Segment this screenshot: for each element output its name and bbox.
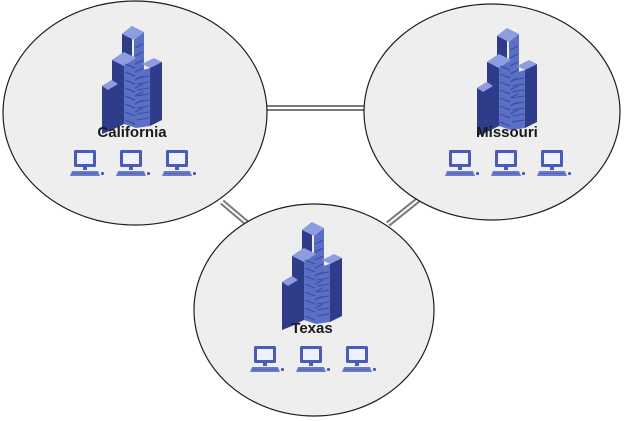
desktop-computer-icon (296, 346, 330, 372)
site-label-missouri: Missouri (476, 124, 538, 141)
site-california: California (2, 0, 268, 226)
workstation-group (70, 150, 196, 176)
workstation-group (445, 150, 571, 176)
site-missouri: Missouri (363, 3, 621, 221)
desktop-computer-icon (70, 150, 104, 176)
desktop-computer-icon (491, 150, 525, 176)
site-label-california: California (97, 124, 167, 141)
desktop-computer-icon (116, 150, 150, 176)
desktop-computer-icon (342, 346, 376, 372)
network-link-missouri-texas (386, 193, 425, 227)
office-building-icon (282, 222, 342, 330)
desktop-computer-icon (445, 150, 479, 176)
desktop-computer-icon (537, 150, 571, 176)
workstation-group (250, 346, 376, 372)
site-label-texas: Texas (291, 320, 332, 337)
links-layer (220, 105, 425, 227)
office-building-icon (102, 26, 162, 134)
office-building-icon (477, 28, 537, 136)
desktop-computer-icon (250, 346, 284, 372)
network-link-california-texas (220, 199, 250, 227)
desktop-computer-icon (162, 150, 196, 176)
site-texas: Texas (193, 203, 435, 417)
